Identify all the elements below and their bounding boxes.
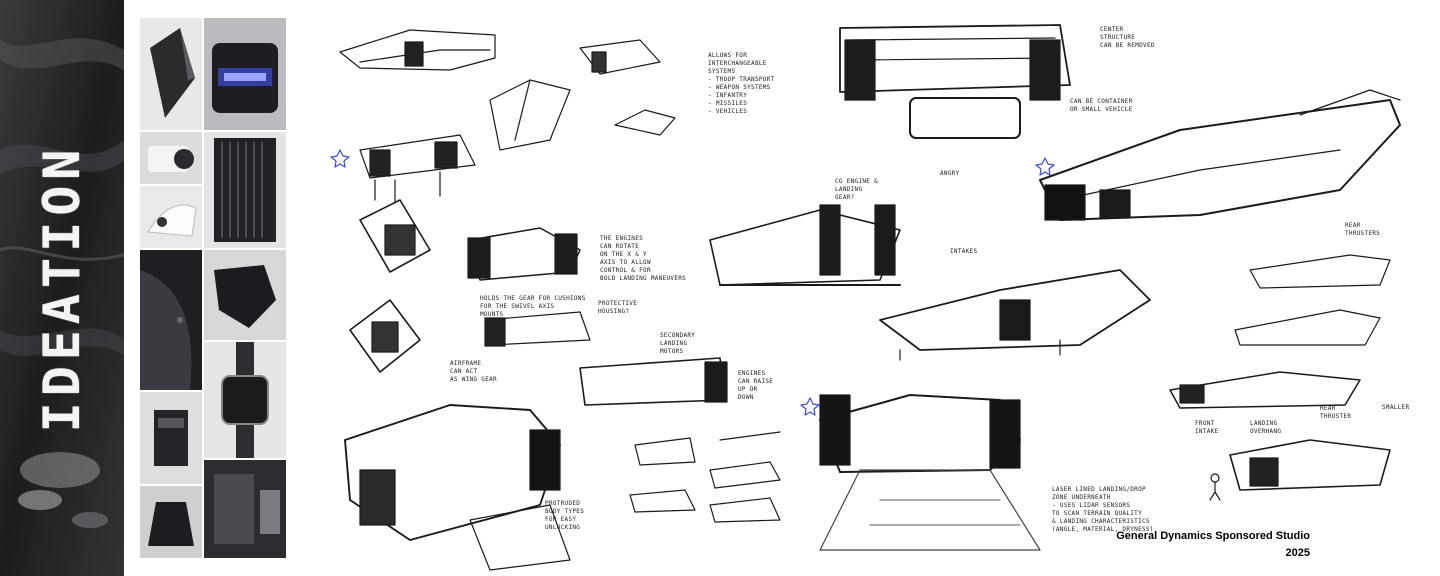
sketch-armored-craft (344, 404, 571, 571)
ink-texture-background (0, 0, 124, 576)
note-angry: Angry (940, 170, 960, 177)
sketch-laser-landing-vehicle (819, 394, 1041, 551)
mood-image-ribbed-panel (204, 132, 286, 248)
note-cg-engine: CG engine & landing gear? (835, 178, 879, 201)
sketch-transport-top (839, 24, 1071, 139)
sketch-mini-vehicles (629, 431, 781, 523)
sketch-rotating-engine-vehicle (467, 227, 581, 281)
note-smaller: Smaller (1382, 404, 1410, 411)
note-secondary: Secondary landing motors (660, 332, 696, 355)
note-engines-rotate: The engines can rotate on the x & y axis… (600, 235, 687, 282)
sketch-secondary-landing (484, 311, 728, 406)
mood-image-connector (140, 392, 202, 484)
note-holds-gear: Holds the gear for cushions for the swiv… (480, 295, 586, 318)
note-protective: Protective housing? (598, 300, 638, 315)
note-landing-overhang: Landing overhang (1250, 420, 1282, 435)
sketch-sheet: Allows for interchangeable systems - Tro… (300, 0, 1440, 576)
sketch-hover-craft-1 (359, 134, 476, 203)
mood-image-smartwatch (204, 342, 286, 458)
note-rear-thrusters: Rear thrusters (1345, 222, 1381, 237)
note-interchangeable: Allows for interchangeable systems - Tro… (708, 52, 775, 115)
note-front-intake: Front intake (1195, 420, 1219, 435)
note-container: Can be container or small vehicle (1070, 98, 1133, 113)
sketch-drone-1 (359, 199, 431, 273)
sketch-drone-2 (349, 299, 421, 373)
note-rear-thruster: Rear thruster (1320, 405, 1352, 420)
mood-image-black-bracket (204, 250, 286, 340)
mood-image-open-case (204, 18, 286, 130)
sketch-ship-small-1 (339, 29, 496, 71)
mood-image-interior-panel (204, 460, 286, 558)
note-center-structure: Center structure can be removed (1100, 26, 1155, 49)
mood-image-dark-curve (140, 250, 202, 390)
sketch-ship-small-2 (579, 39, 661, 75)
note-airframe: Airframe can act as wing gear (450, 360, 497, 383)
note-intakes: Intakes (950, 248, 978, 255)
sketch-long-ship (879, 269, 1151, 361)
sketch-car-small (614, 109, 676, 136)
mood-image-camera-device (140, 132, 202, 184)
sketch-bottom-right-ship (1209, 439, 1391, 501)
vehicle-sketches (330, 24, 1401, 571)
note-laser: Laser lined landing/drop zone underneath… (1052, 486, 1154, 533)
note-engines-raise: Engines can raise up or down (738, 370, 774, 401)
footer: General Dynamics Sponsored Studio 2025 (1116, 528, 1310, 562)
mood-image-black-chassis (140, 486, 202, 558)
year-label: 2025 (1285, 547, 1310, 559)
sketch-landing-vehicle (709, 204, 901, 286)
note-protruded: Protruded body types for easy unlocking (545, 500, 585, 531)
mood-image-angular-object (140, 18, 202, 130)
studio-label: General Dynamics Sponsored Studio (1116, 530, 1310, 542)
mood-image-white-device (140, 186, 202, 248)
mood-board (140, 18, 286, 558)
title-panel: IDEATION (0, 0, 124, 576)
sketch-angry-ship (1039, 89, 1401, 221)
sketch-pod-1 (489, 79, 571, 151)
ideation-title: IDEATION (33, 143, 91, 433)
sketch-side-ships (1169, 254, 1391, 409)
